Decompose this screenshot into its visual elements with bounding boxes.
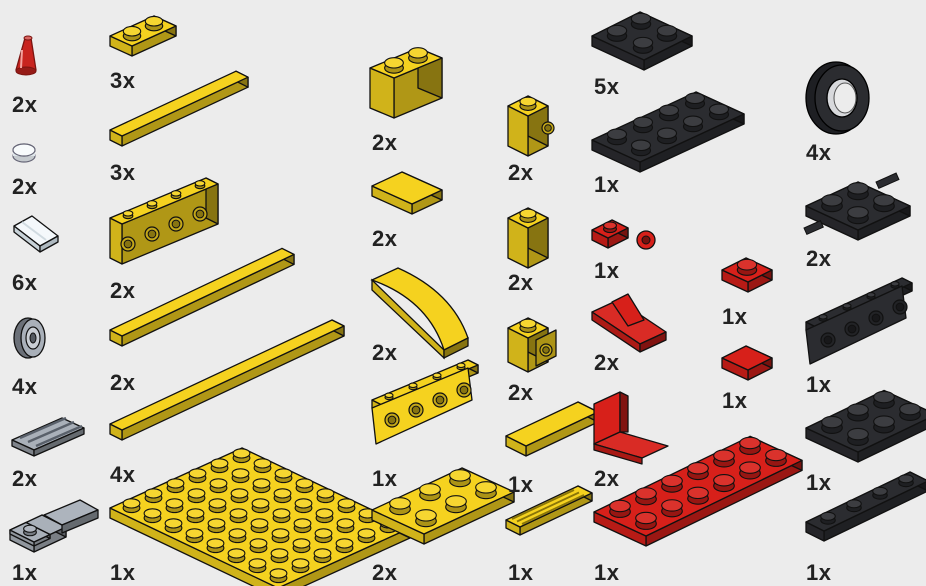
tile-icon	[110, 248, 294, 346]
part-quantity: 2x	[508, 272, 533, 294]
round-tile-icon	[13, 144, 35, 162]
part-quantity: 4x	[110, 464, 135, 486]
part-quantity: 2x	[372, 132, 397, 154]
part-quantity: 4x	[12, 376, 37, 398]
part-quantity: 2x	[372, 562, 397, 584]
part-quantity: 1x	[508, 474, 533, 496]
part-quantity: 2x	[110, 280, 135, 302]
tire-icon	[806, 62, 869, 134]
part-quantity: 2x	[806, 248, 831, 270]
part-quantity: 1x	[594, 562, 619, 584]
part-quantity: 1x	[806, 562, 831, 584]
plate-icon	[592, 92, 744, 172]
technic-brick-icon	[110, 178, 218, 264]
slope-icon	[592, 294, 666, 352]
cone-icon	[16, 36, 36, 75]
part-quantity: 1x	[508, 562, 533, 584]
bracket-icon	[806, 278, 912, 364]
part-quantity: 3x	[110, 162, 135, 184]
brick-icon	[370, 48, 442, 118]
part-quantity: 4x	[806, 142, 831, 164]
part-quantity: 1x	[806, 472, 831, 494]
part-quantity: 2x	[508, 382, 533, 404]
part-quantity: 2x	[508, 162, 533, 184]
part-quantity: 2x	[12, 176, 37, 198]
part-quantity: 2x	[372, 342, 397, 364]
bracket-icon	[372, 360, 478, 444]
part-quantity: 1x	[372, 468, 397, 490]
part-quantity: 3x	[110, 70, 135, 92]
part-quantity: 6x	[12, 272, 37, 294]
bracket-icon	[594, 392, 668, 464]
part-quantity: 2x	[110, 372, 135, 394]
tile-icon	[372, 172, 442, 214]
part-quantity: 2x	[372, 228, 397, 250]
plate-icon	[806, 391, 926, 463]
brick-icon	[508, 208, 548, 268]
plate-icon	[110, 16, 176, 56]
rail-plate-icon	[10, 500, 98, 552]
grille-tile-icon	[12, 418, 84, 456]
part-quantity: 2x	[12, 468, 37, 490]
clip-plate-icon	[592, 220, 655, 249]
part-quantity: 1x	[722, 306, 747, 328]
part-quantity: 2x	[594, 352, 619, 374]
plate-icon	[592, 12, 692, 70]
part-quantity: 1x	[594, 174, 619, 196]
headlight-brick-icon	[508, 318, 556, 372]
part-quantity: 1x	[806, 374, 831, 396]
part-quantity: 2x	[12, 94, 37, 116]
part-quantity: 2x	[594, 468, 619, 490]
axle-plate-icon	[804, 173, 910, 240]
wheel-rim-icon	[14, 318, 45, 358]
part-quantity: 1x	[12, 562, 37, 584]
tile-icon	[506, 402, 598, 456]
plate-icon	[722, 258, 772, 292]
part-quantity: 5x	[594, 76, 619, 98]
brick-side-stud-icon	[508, 96, 554, 156]
tile-icon	[110, 320, 344, 440]
plate-icon	[110, 448, 410, 586]
part-quantity: 1x	[594, 260, 619, 282]
tile-icon	[722, 346, 772, 380]
slope-icon	[14, 216, 58, 252]
part-quantity: 1x	[722, 390, 747, 412]
part-quantity: 1x	[110, 562, 135, 584]
